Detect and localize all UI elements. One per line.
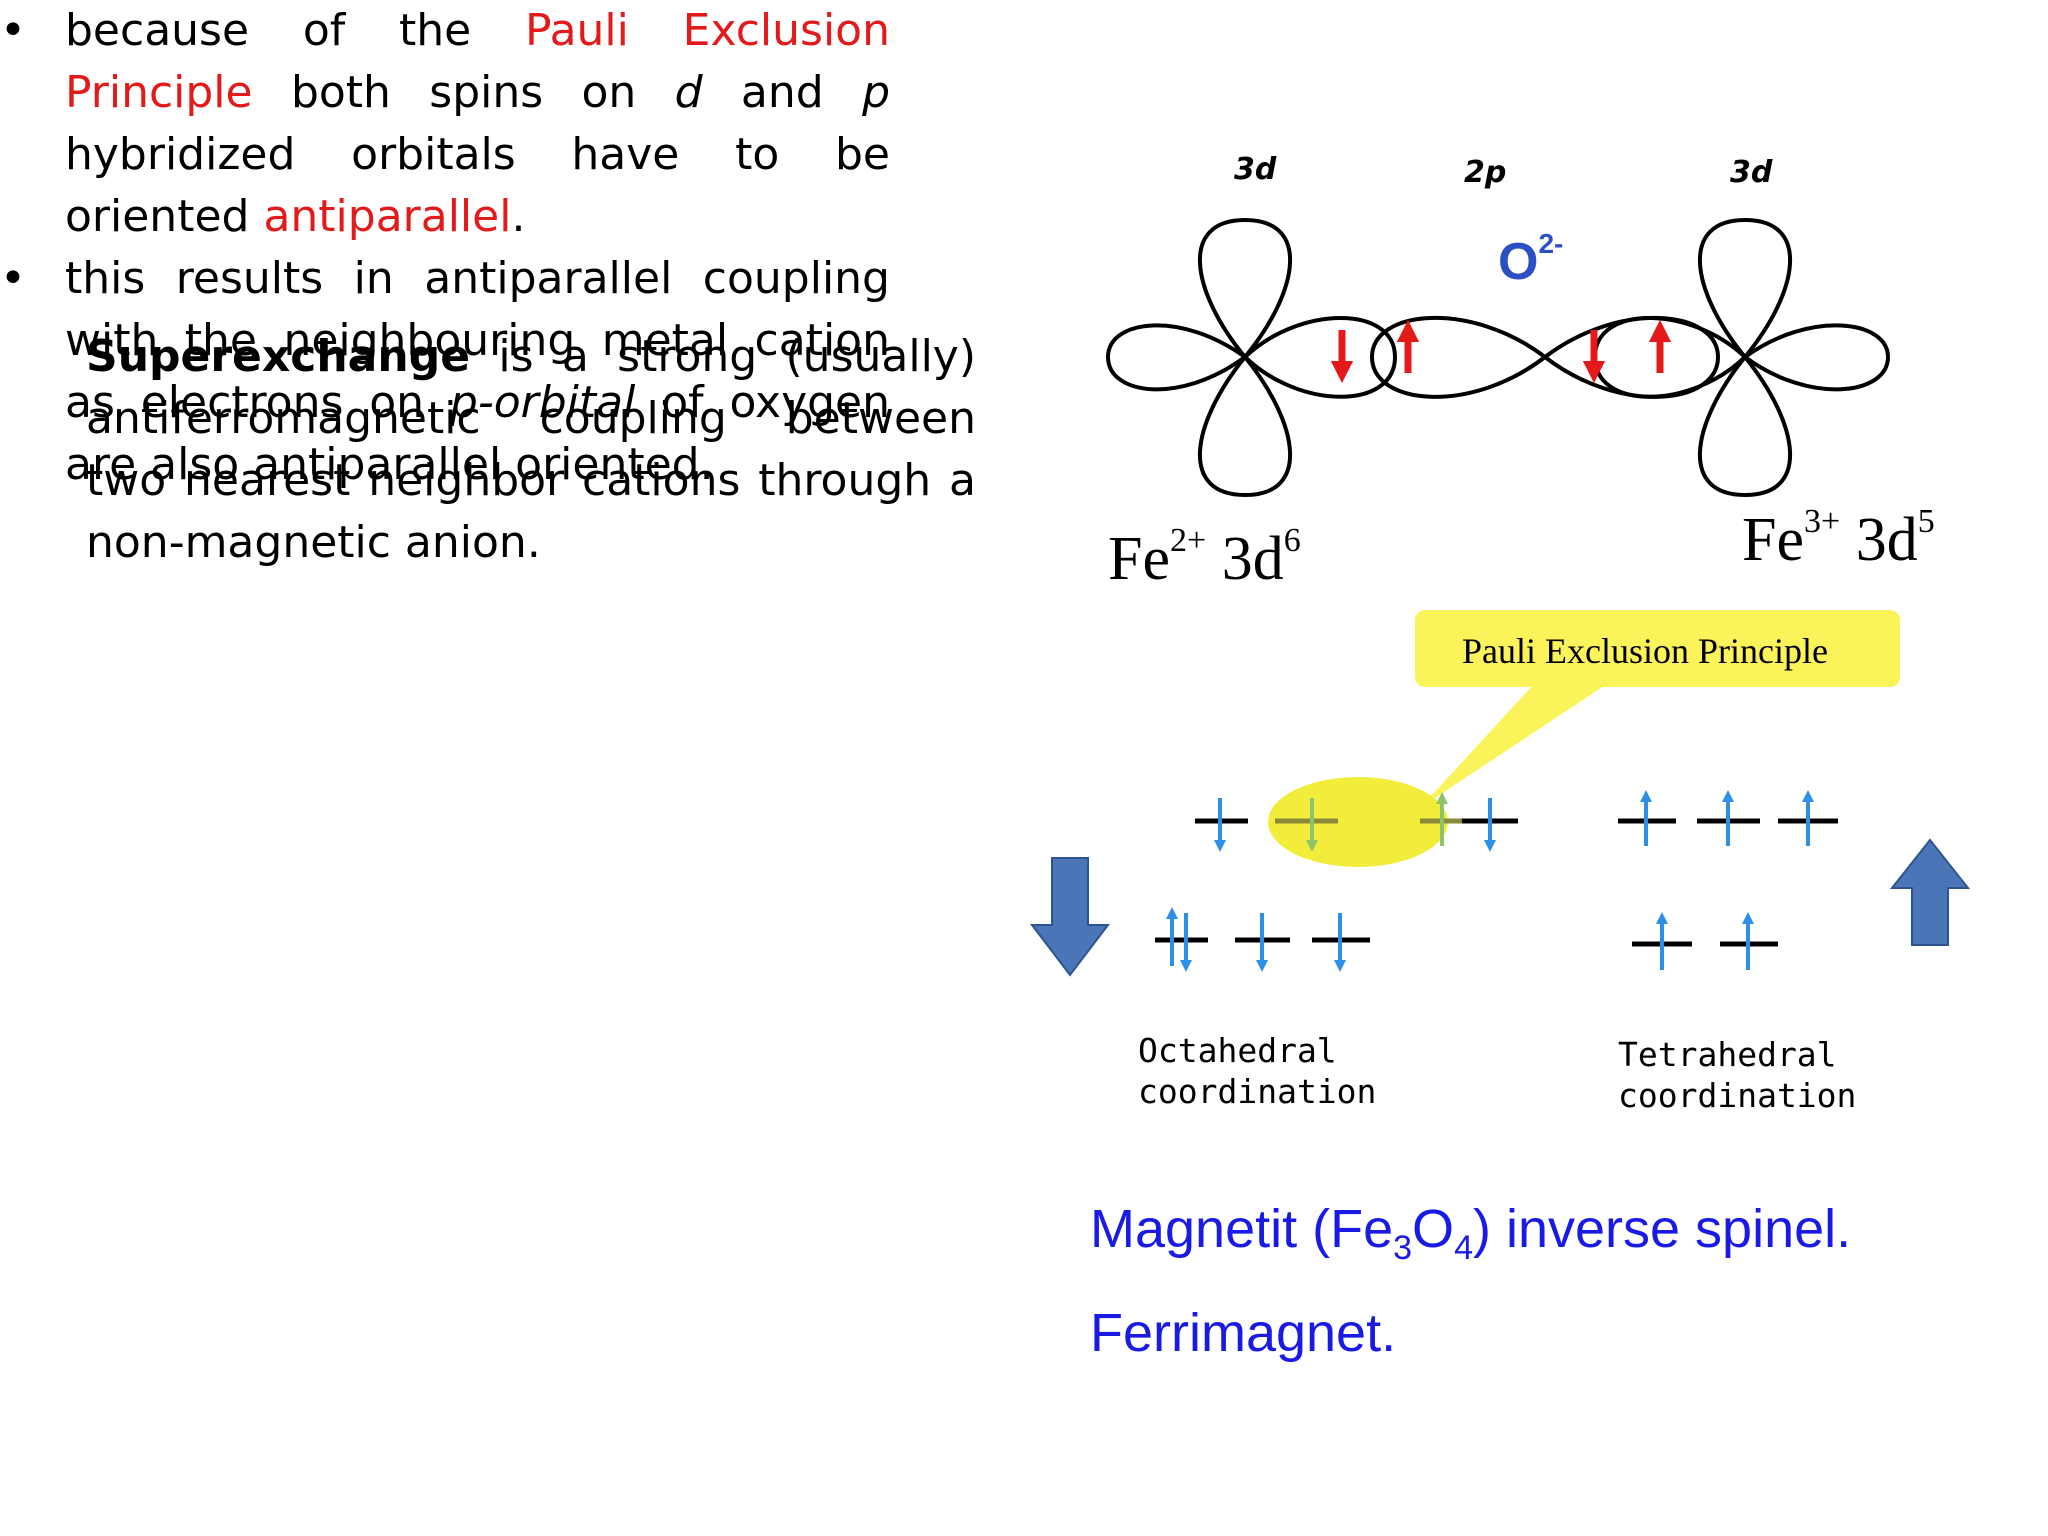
bullet1-text: . (511, 191, 526, 242)
callout-pointer (1420, 672, 1625, 808)
tetrahedral-line2: coordination (1618, 1076, 1857, 1115)
p-orbital-term: p-orbital (449, 377, 636, 428)
octahedral-line1: Octahedral (1138, 1031, 1337, 1070)
d-orbital-label: d (674, 67, 703, 118)
d-lobe-right-right (1741, 323, 1891, 392)
tetrahedral-line1: Tetrahedral (1618, 1035, 1837, 1074)
ion-exponent: 5 (1917, 503, 1935, 540)
label-3d-right: 3d (1730, 155, 1773, 190)
ion-exponent: 6 (1283, 522, 1301, 559)
anion-charge: 2- (1538, 228, 1564, 259)
p-lobe-left (1369, 316, 1549, 399)
ion-charge: 3+ (1804, 503, 1841, 540)
oxygen-anion-label: O2- (1498, 230, 1563, 292)
d-lobe-left-left (1105, 323, 1249, 392)
ion-left-label: Fe2+ 3d6 (1108, 524, 1301, 595)
label-3d-left: 3d (1234, 152, 1277, 187)
bullet-item-coupling: • this results in antiparallel coupling … (0, 248, 890, 496)
bullet-list: • because of the Pauli Exclusion Princip… (0, 0, 890, 496)
ion-config: 3d (1221, 525, 1284, 593)
spin-arrows-blue (1166, 790, 1814, 972)
big-up-arrow (1889, 838, 1971, 946)
spin-arrows-red (1330, 319, 1672, 384)
p-orbital-label: p (862, 67, 890, 118)
bullet1-text: both spins on (252, 67, 675, 118)
bullet1-text: hybridized orbitals have to be oriented (65, 129, 890, 242)
d-lobe-right-left (1592, 316, 1748, 399)
anion-base: O (1498, 233, 1539, 291)
antiparallel-highlight: antiparallel (263, 191, 512, 242)
d-lobe-left-bottom (1197, 353, 1293, 498)
caption-part: Magnetit (Fe (1090, 1199, 1394, 1259)
tetrahedral-label: Tetrahedral coordination (1618, 1034, 1856, 1116)
term-superexchange: Superexchange (86, 331, 471, 382)
bullet2-text: of oxygen are also antiparallel oriented… (65, 377, 890, 490)
d-lobe-left-right (1242, 316, 1398, 399)
bullet2-text: this results in antiparallel coupling wi… (65, 253, 890, 428)
callout-text: Pauli Exclusion Principle (1462, 631, 1828, 671)
ion-right-label: Fe3+ 3d5 (1742, 505, 1935, 576)
bullet-dot: • (0, 5, 26, 56)
caption-subscript: 3 (1393, 1228, 1413, 1267)
ion-config: 3d (1855, 506, 1918, 574)
magnetite-caption: Magnetit (Fe3O4) inverse spinel. (1090, 1198, 1852, 1265)
label-2p: 2p (1464, 155, 1507, 190)
intro-text: is a strong (usually) antiferromagnetic … (86, 331, 976, 568)
octahedral-label: Octahedral coordination (1138, 1030, 1376, 1112)
octahedral-line2: coordination (1138, 1072, 1377, 1111)
bullet1-text: and (702, 67, 863, 118)
caption-part: ) inverse spinel. (1472, 1199, 1852, 1259)
ion-element: Fe (1108, 525, 1170, 593)
callout-box (1415, 610, 1900, 687)
big-down-arrow (1029, 857, 1111, 977)
spin-arrows-highlighted (1306, 792, 1448, 852)
pauli-highlight: Pauli Exclusion Principle (65, 5, 890, 118)
caption-part: O (1412, 1199, 1455, 1259)
energy-levels (1155, 818, 1838, 947)
caption-subscript: 4 (1454, 1228, 1473, 1267)
bullet-dot: • (0, 253, 26, 304)
p-lobe-right (1541, 316, 1721, 399)
intro-paragraph: Superexchange is a strong (usually) anti… (86, 326, 976, 574)
ferrimagnet-caption: Ferrimagnet. (1090, 1303, 1397, 1363)
bullet1-text: because of the (65, 5, 526, 56)
ion-element: Fe (1742, 506, 1804, 574)
d-lobe-left-top (1197, 217, 1293, 361)
bullet-item-pauli: • because of the Pauli Exclusion Princip… (0, 0, 890, 248)
pauli-callout (1268, 610, 1900, 867)
d-lobe-right-bottom (1697, 353, 1793, 498)
ion-charge: 2+ (1170, 522, 1207, 559)
d-lobe-right-top (1697, 217, 1793, 361)
